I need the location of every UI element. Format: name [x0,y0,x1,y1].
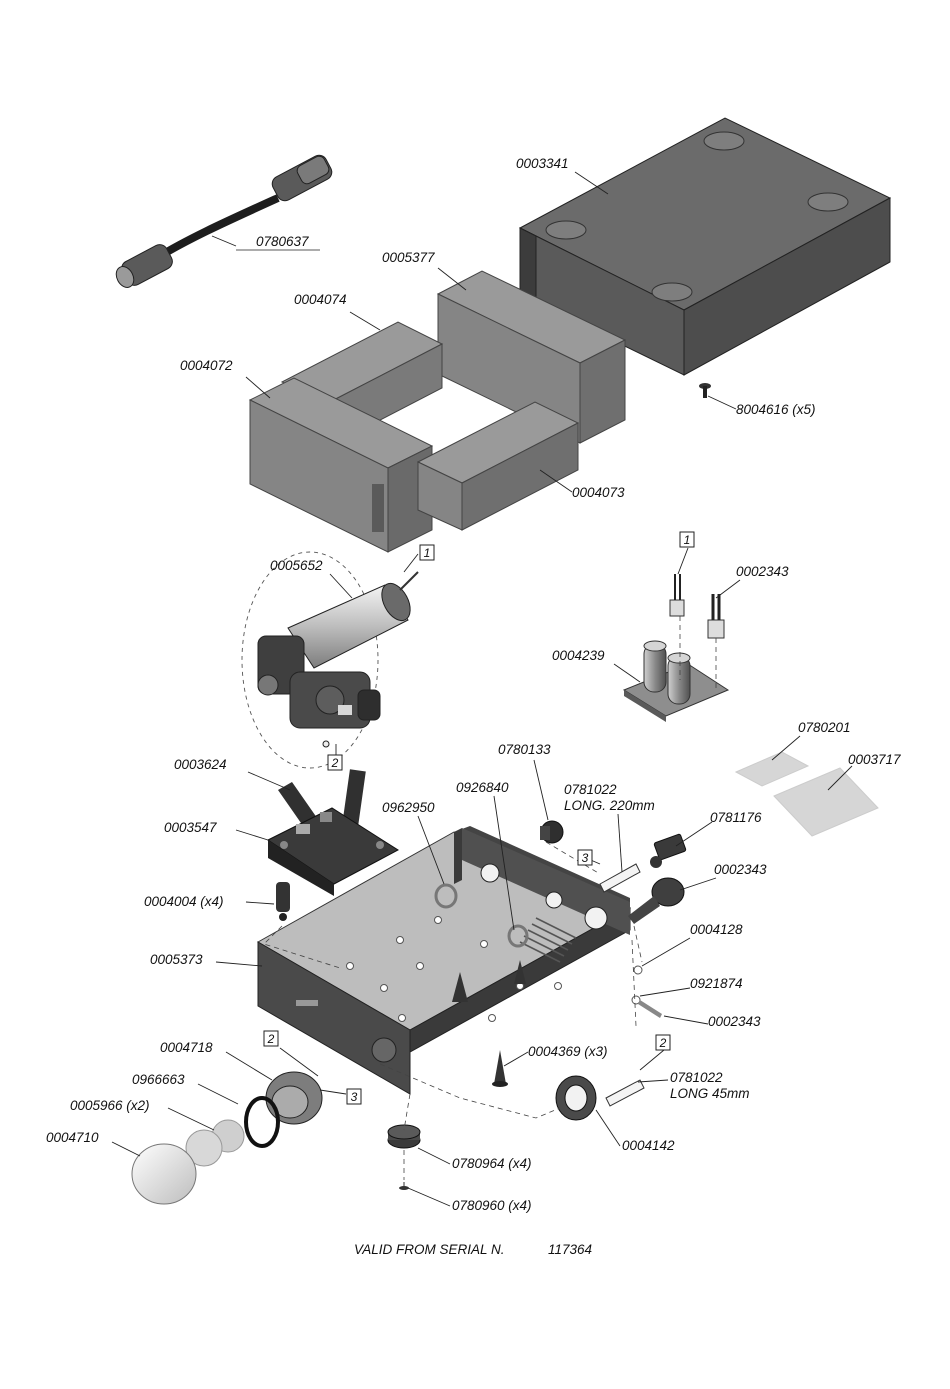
foam-insulation-part [248,270,627,553]
label-0004369: 0004369 (x3) [528,1044,608,1059]
label-0002343-wire: 0002343 [708,1014,761,1029]
svg-text:3: 3 [582,851,589,865]
label-0004710: 0004710 [46,1130,99,1145]
callout-box-3b: 3 [346,1088,362,1105]
callout-box-2c: 2 [655,1034,671,1051]
ring-nut-part [555,1075,597,1121]
label-0966663: 0966663 [132,1072,185,1087]
label-0004073: 0004073 [572,485,625,500]
callout-box-1a: 1 [419,544,435,561]
label-0004142: 0004142 [622,1138,675,1153]
svg-text:2: 2 [267,1032,275,1046]
svg-text:1: 1 [424,546,431,560]
callout-box-3a: 3 [577,849,593,866]
label-0781022-a: 0781022 [564,782,617,797]
label-8004616: 8004616 (x5) [736,402,816,417]
label-sticker-part [773,767,879,837]
svg-text:2: 2 [331,756,339,770]
label-0781176: 0781176 [710,810,762,825]
label-0002343-switch: 0002343 [714,862,767,877]
knob-assembly-part [131,1071,323,1205]
label-0004004: 0004004 (x4) [144,894,224,909]
screw-part [699,383,711,398]
washer-part [631,965,662,1018]
power-switch-part [628,877,685,924]
label-0004074: 0004074 [294,292,347,307]
pump-head-part [267,769,399,896]
label-0781022-b: 0781022 [670,1070,723,1085]
callout-box-2a: 2 [327,754,343,771]
label-0780637: 0780637 [256,234,309,249]
svg-text:1: 1 [684,533,691,547]
pump-motor-part [241,551,419,769]
label-0004239: 0004239 [552,648,605,663]
connector-part [540,820,564,844]
socket-part [650,833,687,868]
label-0004718: 0004718 [160,1040,213,1055]
base-chassis-part [256,826,632,1095]
validity-note: VALID FROM SERIAL N. [354,1242,505,1257]
assembly-paths [263,616,717,1180]
label-0003341: 0003341 [516,156,569,171]
label-0005377: 0005377 [382,250,435,265]
label-0781022-a-length: LONG. 220mm [564,798,655,813]
cable-part [115,154,333,288]
callout-box-2b: 2 [263,1030,279,1047]
label-0005652: 0005652 [270,558,323,573]
label-0962950: 0962950 [382,800,435,815]
label-sticker-part [734,751,810,787]
serial-number: 117364 [548,1242,592,1257]
label-0781022-b-length: LONG 45mm [670,1086,750,1101]
callout-box-1b: 1 [679,531,695,548]
svg-text:3: 3 [351,1090,358,1104]
label-0003624: 0003624 [174,757,227,772]
foot-part [387,1124,421,1190]
capacitor-board-part [622,574,730,722]
label-0780201: 0780201 [798,720,851,735]
label-0780133: 0780133 [498,742,551,757]
label-0003717: 0003717 [848,752,901,767]
label-0921874: 0921874 [690,976,743,991]
label-0004072: 0004072 [180,358,233,373]
spacer-part [492,1050,508,1087]
label-0005373: 0005373 [150,952,203,967]
svg-text:2: 2 [659,1036,667,1050]
leader-lines [111,171,853,1207]
fuse-part [599,863,645,1107]
label-0004128: 0004128 [690,922,743,937]
label-0780964: 0780964 (x4) [452,1156,532,1171]
label-0003547: 0003547 [164,820,217,835]
top-cover-part [518,117,892,376]
label-0926840: 0926840 [456,780,509,795]
label-0002343-board: 0002343 [736,564,789,579]
damper-part [276,882,290,921]
label-0780960: 0780960 (x4) [452,1198,532,1213]
label-0005966: 0005966 (x2) [70,1098,150,1113]
grommet-part [434,883,529,948]
part-number-labels: 0780637 0003341 0005377 0004074 0004072 … [46,156,901,1213]
